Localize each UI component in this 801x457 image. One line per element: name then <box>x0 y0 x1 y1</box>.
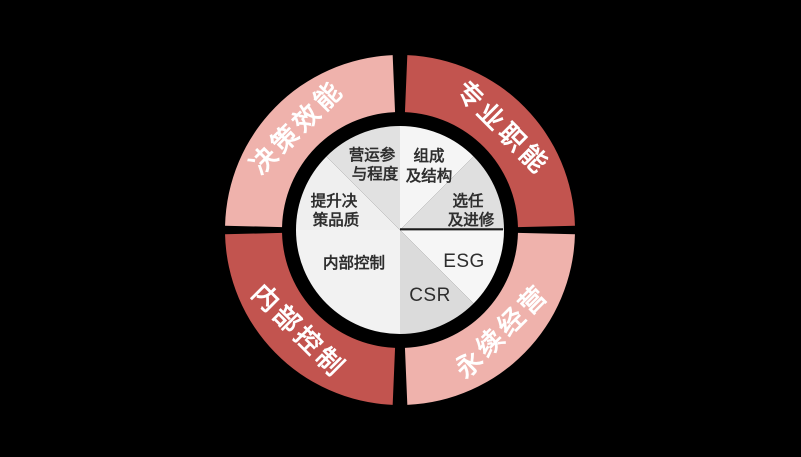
wedge-label-internal-control: 内部控制 <box>323 253 385 272</box>
ring-segment-professional-function <box>404 55 575 228</box>
wedge-label-composition-structure-line2: 及结构 <box>406 166 453 185</box>
wedge-label-operation-participation-line1: 营运参 <box>349 145 396 164</box>
wedge-selection-training <box>400 156 504 230</box>
wedge-operation-participation <box>326 126 400 230</box>
wedge-composition-structure <box>400 126 474 230</box>
ring-segment-decision-efficiency <box>225 55 396 228</box>
wedge-label-composition-structure-line1: 组成 <box>413 146 445 165</box>
wedge-label-esg: ESG <box>443 251 485 272</box>
wedge-esg <box>400 230 504 304</box>
wedge-label-operation-participation-line2: 与程度 <box>352 164 399 183</box>
wedge-label-decision-quality-line1: 提升决 <box>311 191 358 210</box>
ring-segment-sustainable-operation <box>404 232 575 405</box>
wedge-csr <box>400 230 474 334</box>
wedge-label-decision-quality-line2: 策品质 <box>312 210 360 229</box>
wedge-label-selection-training-line1: 选任 <box>452 191 484 210</box>
ring-segment-internal-control <box>225 232 396 405</box>
wedge-decision-quality <box>296 156 400 230</box>
wedge-label-csr: CSR <box>409 285 451 306</box>
wedge-internal-control <box>296 230 400 334</box>
wedge-label-selection-training-line2: 及进修 <box>448 210 495 229</box>
